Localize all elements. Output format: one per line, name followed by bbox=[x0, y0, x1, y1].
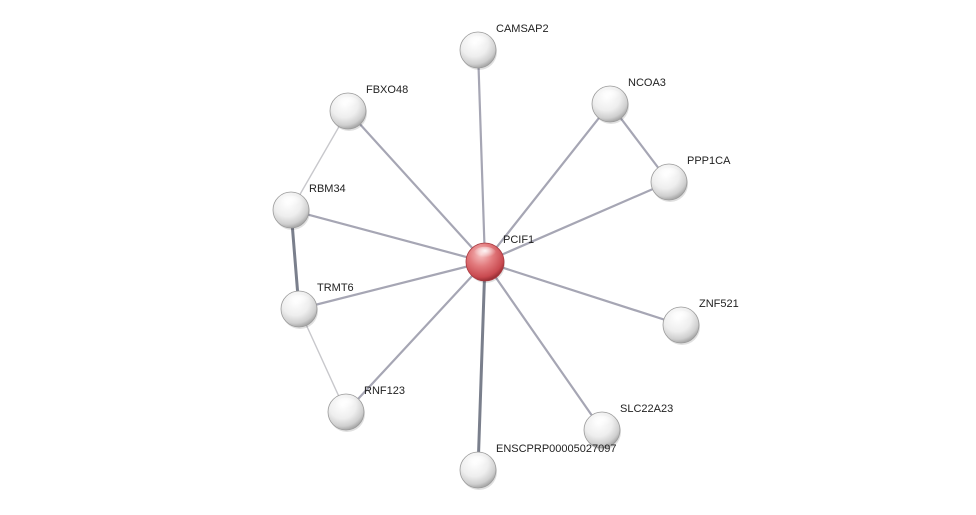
edge-pcif1-slc22a23[interactable] bbox=[483, 260, 604, 432]
edge-pcif1-ppp1ca[interactable] bbox=[483, 180, 671, 264]
node-highlight bbox=[658, 167, 680, 181]
edge-trmt6-rnf123[interactable] bbox=[298, 308, 347, 413]
node-highlight bbox=[670, 310, 692, 324]
node-trmt6[interactable]: TRMT6 bbox=[280, 282, 354, 329]
edge-pcif1-fbxo48[interactable] bbox=[346, 109, 487, 264]
node-label: NCOA3 bbox=[628, 77, 666, 89]
node-label: PCIF1 bbox=[503, 234, 534, 246]
edge-fbxo48-rbm34[interactable] bbox=[290, 110, 349, 211]
node-label: RBM34 bbox=[309, 183, 346, 195]
node-highlight bbox=[467, 455, 489, 469]
node-ppp1ca[interactable]: PPP1CA bbox=[650, 155, 731, 202]
node-znf521[interactable]: ZNF521 bbox=[662, 298, 739, 345]
edge-pcif1-ncoa3[interactable] bbox=[483, 102, 612, 264]
node-highlight bbox=[288, 294, 310, 308]
node-enscprp0000[interactable]: ENSCPRP00005027097 bbox=[459, 443, 616, 490]
node-highlight bbox=[335, 397, 357, 411]
edge-pcif1-trmt6[interactable] bbox=[297, 260, 487, 311]
node-slc22a23[interactable]: SLC22A23 bbox=[583, 403, 673, 450]
edge-pcif1-rnf123[interactable] bbox=[344, 260, 487, 414]
edge-pcif1-znf521[interactable] bbox=[483, 260, 683, 327]
node-label: TRMT6 bbox=[317, 282, 354, 294]
node-rbm34[interactable]: RBM34 bbox=[272, 183, 346, 230]
node-fbxo48[interactable]: FBXO48 bbox=[329, 84, 408, 131]
edge-pcif1-rbm34[interactable] bbox=[289, 208, 487, 264]
node-label: SLC22A23 bbox=[620, 403, 673, 415]
node-camsap2[interactable]: CAMSAP2 bbox=[459, 23, 549, 70]
node-label: ENSCPRP00005027097 bbox=[496, 443, 616, 455]
edge-pcif1-camsap2[interactable] bbox=[476, 48, 487, 264]
node-ncoa3[interactable]: NCOA3 bbox=[591, 77, 666, 124]
node-highlight bbox=[280, 195, 302, 209]
edge-pcif1-enscprp0000[interactable] bbox=[476, 260, 487, 472]
node-label: CAMSAP2 bbox=[496, 23, 549, 35]
node-label: ZNF521 bbox=[699, 298, 739, 310]
node-highlight bbox=[591, 415, 613, 429]
node-highlight bbox=[599, 89, 621, 103]
node-label: RNF123 bbox=[364, 385, 405, 397]
node-label: FBXO48 bbox=[366, 84, 408, 96]
node-label: PPP1CA bbox=[687, 155, 731, 167]
node-highlight bbox=[473, 246, 497, 261]
node-highlight bbox=[337, 96, 359, 110]
node-pcif1[interactable]: PCIF1 bbox=[465, 234, 534, 283]
node-highlight bbox=[467, 35, 489, 49]
node-rnf123[interactable]: RNF123 bbox=[327, 385, 405, 432]
